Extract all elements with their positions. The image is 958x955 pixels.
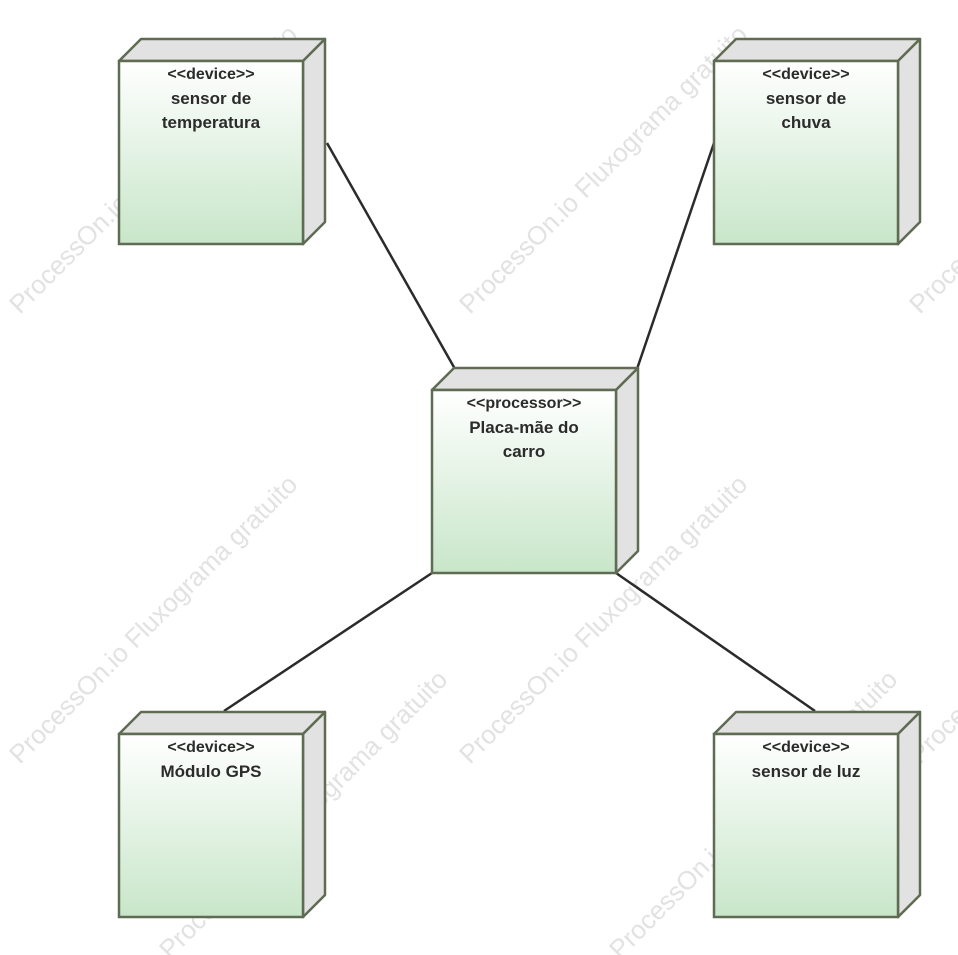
node-side-face [301, 37, 327, 246]
node-side-face [614, 366, 640, 575]
node-front-face [430, 388, 618, 575]
node-top-face [712, 710, 922, 736]
connector-light-processor[interactable] [615, 571, 816, 713]
node-front-face [712, 732, 900, 919]
connector-temp-processor[interactable] [325, 142, 457, 370]
node-label: chuva [781, 113, 831, 132]
nodes-layer: <<processor>> Placa-mãe do carro <<device>>… [117, 37, 922, 919]
node-stereotype: <<device>> [762, 66, 849, 83]
node-front-face [117, 59, 305, 246]
node-stereotype: <<device>> [167, 66, 254, 83]
node-top-face [430, 366, 640, 392]
node-gps[interactable]: <<device>> Módulo GPS [117, 710, 327, 919]
node-stereotype: <<processor>> [467, 395, 582, 412]
node-label: Placa-mãe do [469, 418, 579, 437]
node-front-face [117, 732, 305, 919]
node-front-face [712, 59, 900, 246]
node-light[interactable]: <<device>> sensor de luz [712, 710, 922, 919]
watermark-text: ProcessOn.io Fluxograma gratuito [453, 19, 753, 319]
node-top-face [712, 37, 922, 63]
node-temp[interactable]: <<device>> sensor de temperatura [117, 37, 327, 246]
node-label: sensor de [171, 89, 251, 108]
node-label: sensor de [766, 89, 846, 108]
connector-rain-processor[interactable] [635, 142, 716, 370]
connector-gps-processor[interactable] [223, 571, 433, 713]
node-side-face [301, 710, 327, 919]
node-rain[interactable]: <<device>> sensor de chuva [712, 37, 922, 246]
node-label: Módulo GPS [160, 762, 261, 781]
connections-layer [223, 142, 816, 713]
node-label: carro [503, 442, 546, 461]
node-top-face [117, 37, 327, 63]
node-stereotype: <<device>> [762, 739, 849, 756]
node-label: temperatura [162, 113, 261, 132]
node-side-face [896, 710, 922, 919]
node-side-face [896, 37, 922, 246]
node-stereotype: <<device>> [167, 739, 254, 756]
node-label: sensor de luz [752, 762, 861, 781]
node-processor[interactable]: <<processor>> Placa-mãe do carro [430, 366, 640, 575]
node-top-face [117, 710, 327, 736]
